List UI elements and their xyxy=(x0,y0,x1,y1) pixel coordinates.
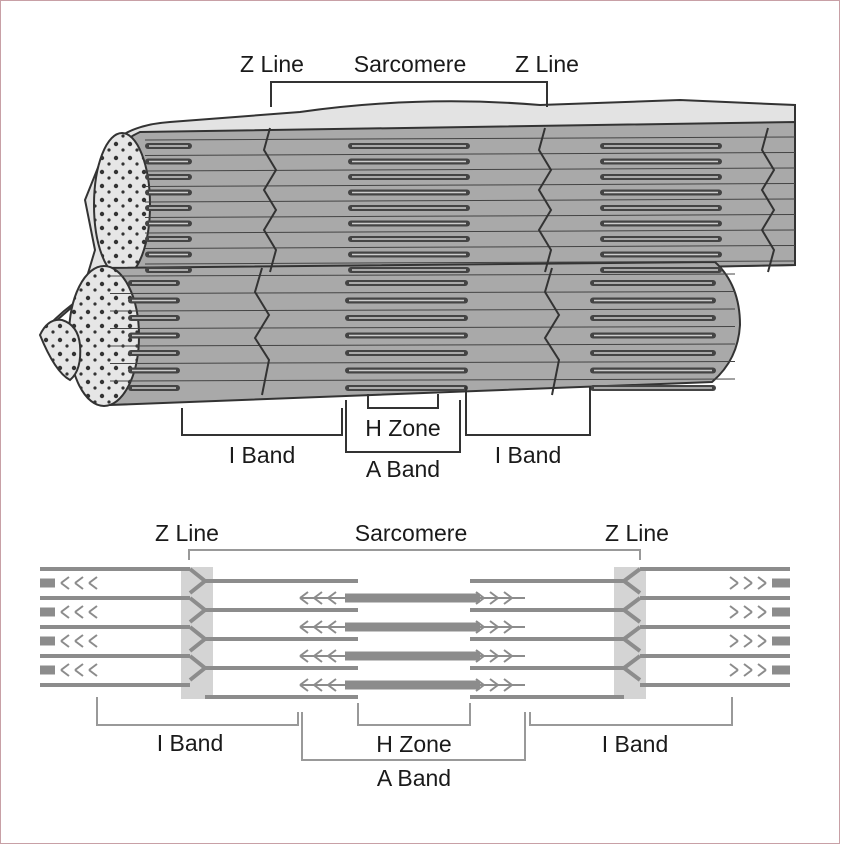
top-i-band-left-label: I Band xyxy=(229,442,296,468)
myosin-head xyxy=(61,606,69,618)
myosin-head xyxy=(744,664,752,676)
i-band-right-bracket xyxy=(530,697,732,725)
h-zone-bracket xyxy=(358,703,470,725)
myosin-head xyxy=(744,606,752,618)
myosin-head xyxy=(730,664,738,676)
small-bundle-cross-section xyxy=(40,320,80,380)
bottom-i-band-right-label: I Band xyxy=(602,731,669,757)
bottom-a-band-label: A Band xyxy=(377,765,451,791)
bottom-sarcomere-label: Sarcomere xyxy=(355,520,467,546)
myosin-head xyxy=(75,577,83,589)
i-band-left-bracket xyxy=(182,408,342,435)
sarcomere-bracket xyxy=(189,550,640,560)
i-band-left-bracket xyxy=(97,697,298,725)
top-h-zone-label: H Zone xyxy=(365,415,440,441)
top-a-band-label: A Band xyxy=(366,456,440,482)
top-z-line-right-label: Z Line xyxy=(515,51,579,77)
myosin-head xyxy=(89,635,97,647)
myosin-head xyxy=(61,664,69,676)
upper-bundle-cross-section xyxy=(94,133,150,277)
fiber-3d-diagram xyxy=(40,100,795,406)
myosin-head xyxy=(61,635,69,647)
h-zone-bracket xyxy=(368,394,438,408)
myosin-head xyxy=(744,577,752,589)
top-sarcomere-label: Sarcomere xyxy=(354,51,466,77)
top-z-line-left-label: Z Line xyxy=(240,51,304,77)
myosin-head xyxy=(89,606,97,618)
myosin-head xyxy=(75,635,83,647)
myosin-head xyxy=(758,635,766,647)
myosin-head xyxy=(744,635,752,647)
bottom-h-zone-label: H Zone xyxy=(376,731,451,757)
myosin-head xyxy=(75,664,83,676)
bottom-z-line-right-label: Z Line xyxy=(605,520,669,546)
myosin-head xyxy=(75,606,83,618)
filament-array xyxy=(40,569,790,697)
bottom-i-band-left-label: I Band xyxy=(157,730,224,756)
myosin-head xyxy=(758,606,766,618)
top-i-band-right-label: I Band xyxy=(495,442,562,468)
myosin-head xyxy=(730,606,738,618)
i-band-right-bracket xyxy=(466,386,590,435)
myosin-head xyxy=(758,664,766,676)
bottom-z-line-left-label: Z Line xyxy=(155,520,219,546)
myosin-head xyxy=(89,577,97,589)
myosin-head xyxy=(730,635,738,647)
myosin-head xyxy=(61,577,69,589)
myosin-head xyxy=(89,664,97,676)
myosin-head xyxy=(730,577,738,589)
sarcomere-schematic xyxy=(40,567,790,699)
myosin-head xyxy=(758,577,766,589)
